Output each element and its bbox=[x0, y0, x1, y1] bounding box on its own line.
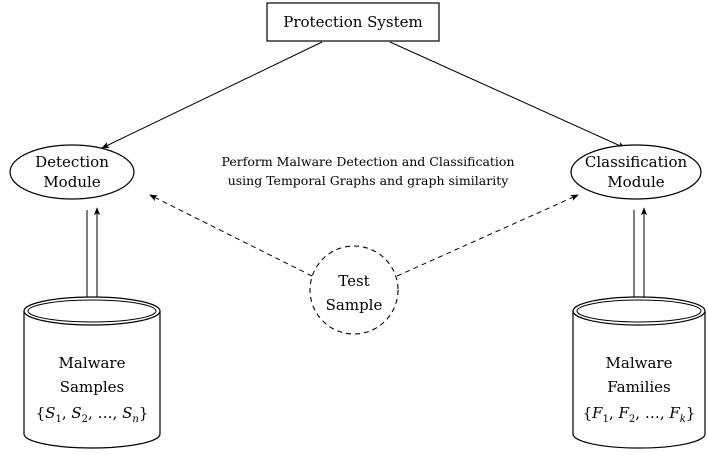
malware-families-cylinder-top-inner bbox=[576, 299, 702, 323]
edge-test-to-classification bbox=[396, 194, 579, 277]
malware-families-label-line1: Malware bbox=[606, 354, 673, 372]
edge-protection-to-detection bbox=[101, 41, 323, 149]
malware-samples-cylinder-body bbox=[23, 311, 161, 449]
detection-module-label-line2: Module bbox=[43, 173, 100, 191]
malware-samples-label-line2: Samples bbox=[60, 378, 124, 396]
classification-module-ellipse bbox=[570, 144, 702, 200]
classification-module-label-line1: Classification bbox=[585, 153, 688, 171]
malware-samples-set: {S1, S2, …, Sn} bbox=[36, 404, 149, 425]
edge-protection-to-classification bbox=[389, 41, 626, 149]
test-sample-label-line1: Test bbox=[338, 272, 369, 290]
classification-module-label-line2: Module bbox=[607, 173, 664, 191]
malware-samples-cylinder-top-outer bbox=[23, 296, 161, 326]
caption-line1: Perform Malware Detection and Classifica… bbox=[221, 154, 514, 169]
malware-families-cylinder-top-outer bbox=[572, 296, 706, 326]
protection-system-box bbox=[266, 2, 440, 42]
detection-module-label-line1: Detection bbox=[35, 153, 109, 171]
test-sample-circle bbox=[309, 245, 399, 335]
test-sample-node: Test Sample bbox=[309, 245, 399, 335]
protection-system-label: Protection System bbox=[283, 13, 422, 31]
edge-test-to-detection bbox=[149, 194, 313, 277]
malware-families-database: Malware Families {F1, F2, …, Fk} bbox=[572, 296, 706, 449]
malware-families-cylinder-body bbox=[572, 311, 706, 449]
detection-module-node: Detection Module bbox=[9, 144, 135, 200]
malware-families-set: {F1, F2, …, Fk} bbox=[583, 404, 696, 425]
malware-samples-cylinder-top-inner bbox=[27, 299, 157, 323]
caption-line2: using Temporal Graphs and graph similari… bbox=[228, 173, 510, 188]
detection-module-ellipse bbox=[9, 144, 135, 200]
malware-samples-label-line1: Malware bbox=[59, 354, 126, 372]
classification-module-node: Classification Module bbox=[570, 144, 702, 200]
malware-families-label-line2: Families bbox=[607, 378, 671, 396]
test-sample-label-line2: Sample bbox=[326, 296, 383, 314]
protection-system-node: Protection System bbox=[266, 2, 440, 42]
malware-samples-database: Malware Samples {S1, S2, …, Sn} bbox=[23, 296, 161, 449]
